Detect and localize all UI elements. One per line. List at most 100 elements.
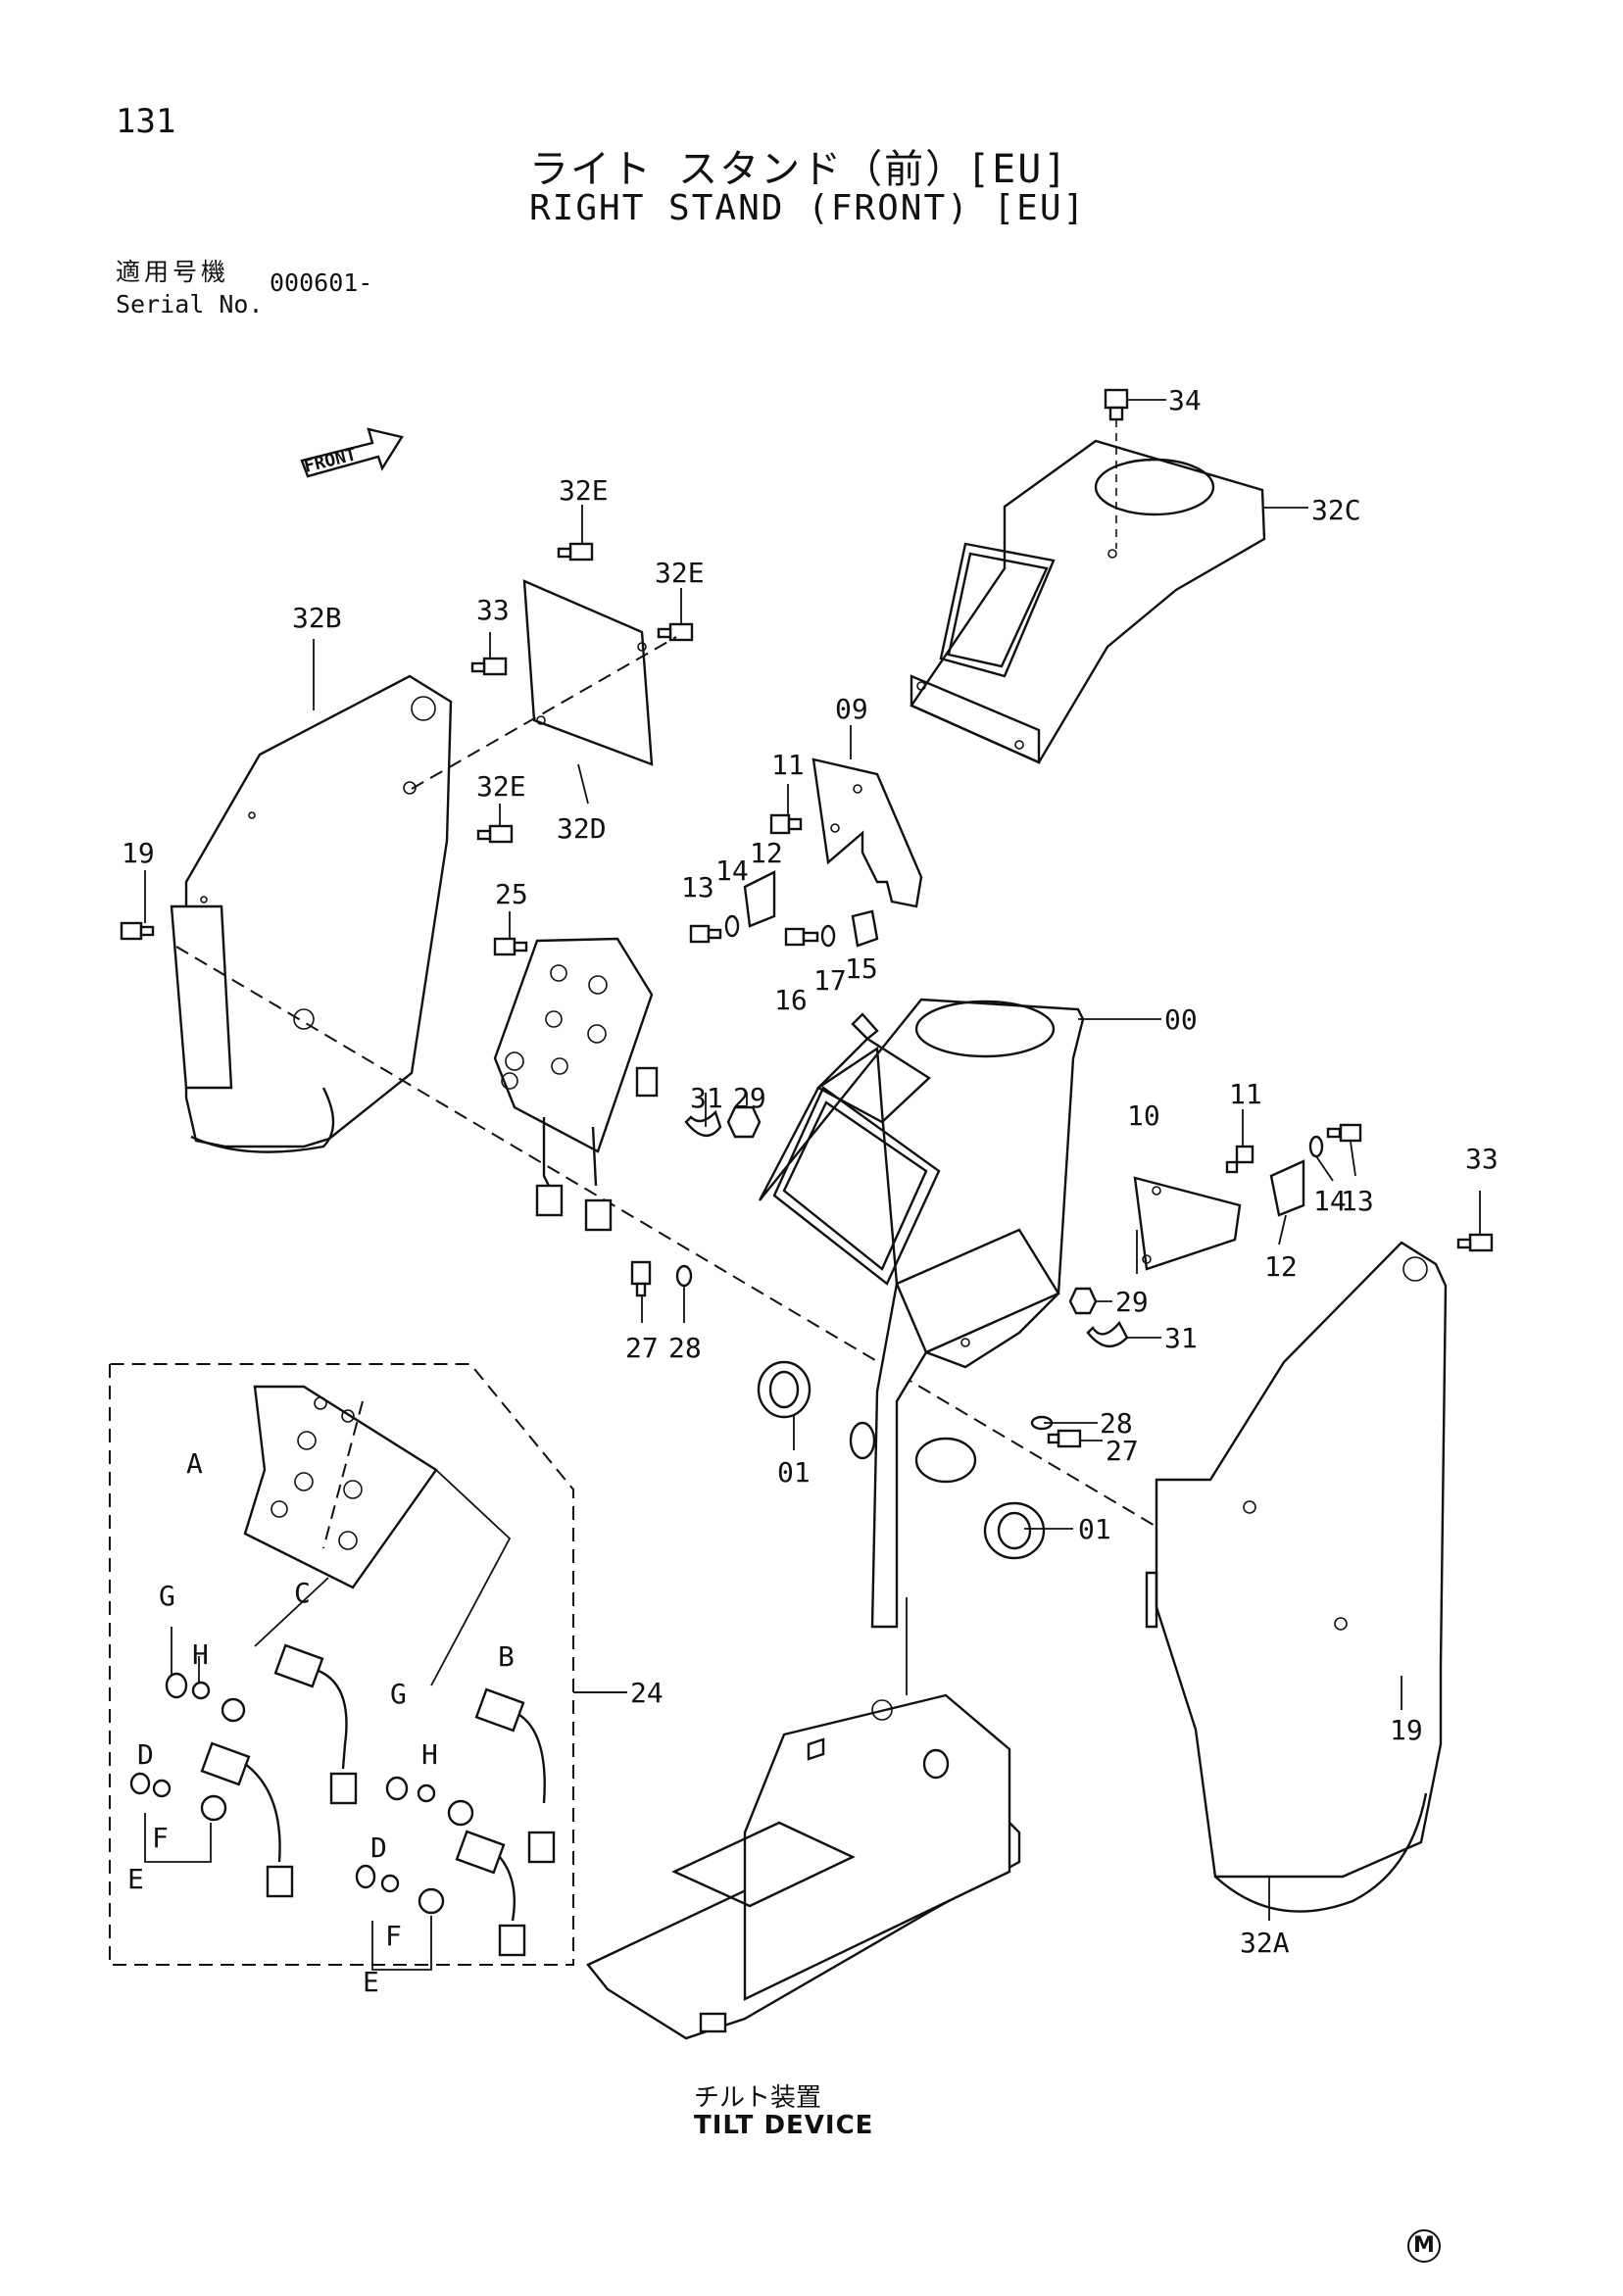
callout-32E-right: 32E — [655, 557, 705, 589]
part-13-bolt-upper — [689, 924, 722, 944]
callout-01-left: 01 — [777, 1456, 811, 1489]
part-31-clip-left — [684, 1109, 722, 1137]
callout-E-left: E — [127, 1863, 144, 1895]
callout-17: 17 — [813, 964, 847, 997]
callout-H-right: H — [421, 1738, 438, 1771]
callout-33-right: 33 — [1465, 1143, 1499, 1175]
callout-12-right: 12 — [1264, 1250, 1298, 1283]
part-32E-bolt-top — [557, 542, 594, 562]
part-16-bolt-upper — [784, 927, 819, 947]
part-11-screw-upper — [769, 813, 803, 835]
callout-24: 24 — [630, 1677, 664, 1709]
serial-label-english: Serial No. — [116, 290, 264, 318]
callout-E-right: E — [363, 1966, 379, 1998]
part-32D-cover-plate — [522, 579, 654, 766]
callout-19-left: 19 — [122, 837, 155, 869]
part-28-washer-left — [675, 1264, 693, 1288]
callout-28-left: 28 — [668, 1332, 702, 1364]
front-arrow-label: FRONT — [302, 444, 359, 477]
part-29-nut-right — [1068, 1287, 1098, 1315]
callout-32A: 32A — [1240, 1927, 1290, 1959]
front-arrow-icon: FRONT — [300, 427, 404, 478]
callout-00: 00 — [1164, 1003, 1198, 1036]
part-15-spacer-upper — [851, 909, 879, 948]
callout-D-right: D — [370, 1832, 387, 1864]
part-14-washer-upper — [724, 914, 740, 938]
tilt-device-label-english: TILT DEVICE — [694, 2111, 874, 2140]
callout-27-left: 27 — [625, 1332, 659, 1364]
callout-labels: 34 32C 32E 32E 33 32B 32E 32D 09 11 12 1… — [122, 384, 1499, 1998]
callout-32E-lower: 32E — [476, 770, 526, 803]
tilt-device-assembly — [586, 1693, 1021, 2040]
part-10-bracket — [1133, 1176, 1242, 1271]
callout-12-upper: 12 — [750, 837, 783, 869]
part-25-screw — [493, 937, 528, 956]
callout-16: 16 — [774, 984, 808, 1016]
callout-28-right: 28 — [1100, 1407, 1133, 1440]
callout-27-right: 27 — [1106, 1435, 1139, 1467]
part-00-stand-body — [758, 998, 1085, 1629]
callout-F-left: F — [152, 1822, 169, 1854]
part-19-bolt-left — [120, 921, 155, 941]
part-12-clamp-upper — [743, 870, 776, 928]
part-24-switch-kit-box — [109, 1363, 574, 1971]
callout-25: 25 — [495, 878, 528, 910]
callout-09: 09 — [835, 693, 868, 725]
callout-A: A — [186, 1447, 203, 1480]
callout-31-left: 31 — [690, 1082, 723, 1114]
serial-label-japanese: 適用号機 — [116, 258, 230, 286]
part-32B-side-cover — [170, 674, 453, 1153]
part-14-washer-right — [1308, 1135, 1324, 1158]
callout-G-left: G — [159, 1580, 175, 1612]
callout-32D: 32D — [557, 812, 607, 845]
callout-H-left: H — [192, 1638, 209, 1671]
callout-32E-top: 32E — [559, 474, 609, 507]
callout-34: 34 — [1168, 384, 1202, 416]
part-09-bracket — [812, 757, 923, 908]
callout-F-right: F — [385, 1920, 402, 1952]
part-13-bolt-right — [1326, 1123, 1362, 1143]
part-33-bolt-left — [470, 657, 508, 676]
part-11-screw-right — [1225, 1145, 1254, 1174]
page-number: 131 — [116, 102, 176, 141]
part-17-washer-upper — [820, 924, 836, 948]
callout-29-right: 29 — [1115, 1286, 1149, 1318]
callout-29-left: 29 — [733, 1082, 766, 1114]
part-32E-bolt-right — [657, 622, 694, 642]
part-34-bolt — [1104, 388, 1129, 421]
callout-11-upper: 11 — [771, 749, 805, 781]
callout-B: B — [498, 1640, 515, 1673]
callout-32C: 32C — [1311, 494, 1361, 526]
callout-33-left: 33 — [476, 594, 510, 626]
callout-G-right: G — [390, 1678, 407, 1710]
callout-C: C — [294, 1577, 311, 1609]
part-32C-top-bracket — [910, 439, 1266, 764]
part-27-bolt-right — [1047, 1429, 1082, 1448]
footer-mark: M — [1407, 2229, 1441, 2263]
callout-15: 15 — [845, 953, 878, 985]
part-01-bushing-right — [983, 1501, 1046, 1560]
callout-10: 10 — [1127, 1099, 1160, 1132]
callout-13-upper: 13 — [681, 871, 714, 904]
callout-31-right: 31 — [1164, 1322, 1198, 1354]
part-32A-side-cover — [1145, 1241, 1448, 1913]
tilt-device-label-japanese: チルト装置 — [694, 2083, 822, 2113]
part-32E-bolt-lower — [476, 824, 514, 844]
callout-19-right: 19 — [1390, 1714, 1423, 1746]
callout-D-left: D — [137, 1738, 154, 1771]
callout-14-upper: 14 — [715, 855, 749, 887]
part-29-nut-left — [726, 1105, 762, 1139]
part-25-switch-panel — [493, 937, 659, 1232]
part-01-bushing-left — [757, 1360, 812, 1419]
callout-11-right: 11 — [1229, 1078, 1262, 1110]
page-title-japanese: ライト スタンド（前）[EU] — [529, 147, 1069, 192]
part-31-clip-right — [1086, 1320, 1129, 1347]
callout-14-right: 14 — [1313, 1185, 1347, 1217]
callout-32B: 32B — [292, 602, 342, 634]
part-12-clamp-right — [1269, 1159, 1305, 1217]
part-27-bolt-left — [630, 1260, 652, 1297]
part-33-bolt-right — [1456, 1233, 1494, 1252]
callout-01-right: 01 — [1078, 1513, 1111, 1545]
page-title-english: RIGHT STAND (FRONT) [EU] — [529, 188, 1087, 228]
